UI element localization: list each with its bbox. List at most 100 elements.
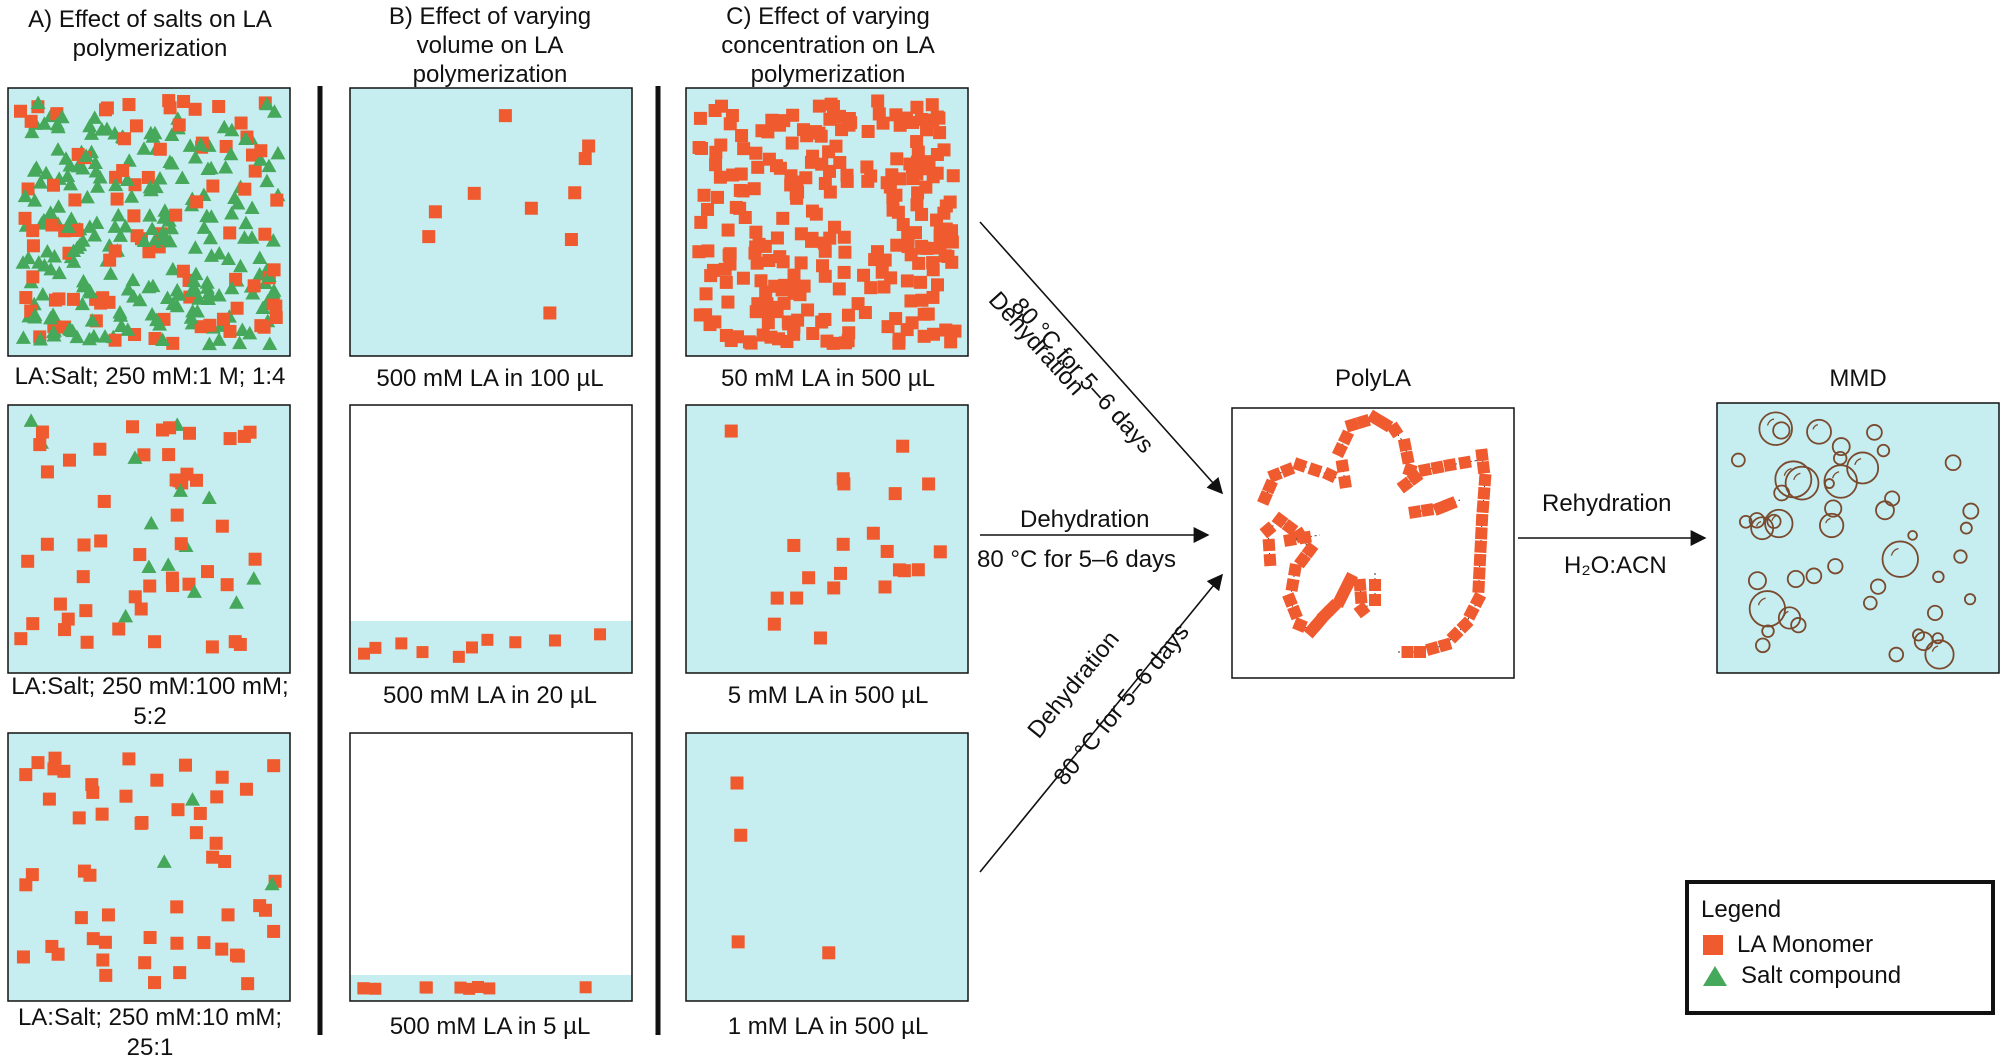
salt-compound [187, 240, 203, 254]
la-monomer [369, 641, 382, 654]
salt-compound [66, 243, 82, 258]
la-monomer [163, 101, 177, 115]
salt-compound [143, 125, 159, 140]
salt-compound [30, 95, 46, 109]
la-monomer [223, 432, 237, 446]
la-monomer [751, 160, 765, 174]
la-monomer [917, 329, 931, 343]
droplet [1875, 500, 1895, 521]
polymer-monomer [1366, 409, 1384, 427]
polymer-monomer [1474, 540, 1487, 553]
salt-compound [74, 296, 90, 311]
salt-compound [45, 324, 61, 339]
polymer-monomer [1337, 429, 1355, 446]
la-monomer [98, 935, 112, 949]
la-monomer [524, 201, 538, 215]
salt-compound [66, 254, 82, 268]
la-monomer [150, 773, 164, 787]
panel-border [7, 404, 291, 674]
salt-compound [193, 137, 209, 151]
la-monomer [937, 206, 951, 220]
la-monomer [723, 257, 737, 271]
salt-compound [202, 230, 218, 245]
droplet [1784, 465, 1820, 501]
droplet-highlight [1757, 597, 1766, 606]
la-monomer [14, 632, 28, 646]
polymer-monomer [1287, 604, 1303, 621]
salt-compound [125, 272, 141, 287]
polymer-monomer [1469, 591, 1487, 609]
section-b-title: B) Effect of varying volume on LA polyme… [388, 3, 592, 88]
polymer-monomer [1353, 601, 1371, 619]
salt-compound [232, 258, 248, 273]
polymer-monomer [1442, 496, 1458, 512]
la-monomer [891, 205, 905, 219]
droplet [1824, 499, 1843, 518]
salt-compound [211, 245, 227, 260]
la-monomer [45, 939, 59, 953]
la-monomer [170, 936, 184, 950]
la-monomer [919, 180, 933, 194]
la-monomer [248, 552, 262, 566]
salt-compound [238, 131, 254, 146]
la-monomer [794, 227, 808, 241]
droplet-highlight [1854, 458, 1862, 466]
polymer-monomer [1267, 467, 1283, 483]
droplet [1924, 639, 1955, 670]
droplet [1953, 549, 1968, 564]
la-monomer [19, 291, 33, 305]
polymer-monomer [1463, 604, 1480, 621]
polymer-monomer [1322, 467, 1338, 483]
la-monomer [945, 255, 959, 269]
la-monomer [925, 98, 939, 112]
salt-compound [60, 219, 76, 234]
salt-compound [186, 584, 202, 598]
la-monomer [201, 565, 215, 579]
la-monomer [756, 328, 770, 342]
la-monomer [770, 231, 784, 245]
la-monomer [138, 956, 152, 970]
salt-compound [144, 221, 160, 235]
panel-border [349, 732, 633, 1002]
legend-monomer-label: LA Monomer [1737, 931, 1874, 958]
la-monomer [870, 245, 884, 259]
la-monomer [579, 981, 592, 994]
salt-compound [39, 244, 55, 258]
la-monomer [212, 100, 226, 114]
salt-compound [172, 483, 188, 497]
la-monomer [122, 98, 136, 112]
la-monomer [177, 94, 191, 108]
polymer-monomer [1259, 521, 1277, 539]
salt-compound [87, 110, 103, 124]
la-monomer [42, 792, 56, 806]
polymer-monomer [1257, 490, 1273, 506]
la-monomer [857, 268, 871, 282]
salt-compound [196, 220, 212, 234]
la-monomer [578, 152, 592, 166]
la-monomer [267, 759, 281, 773]
la-monomer [25, 868, 39, 882]
salt-compound [45, 307, 61, 321]
la-monomer [871, 94, 885, 108]
la-monomer [258, 227, 272, 241]
salt-compound [262, 336, 278, 350]
la-monomer [26, 239, 40, 253]
triangle-icon [1703, 966, 1727, 986]
legend-row-monomer: LA Monomer [1703, 931, 1873, 959]
la-monomer [832, 282, 846, 296]
salt-compound [54, 109, 70, 124]
salt-compound [159, 290, 175, 304]
la-monomer [694, 215, 708, 229]
la-monomer [915, 293, 929, 307]
legend-row-salt: Salt compound [1703, 962, 1901, 990]
la-monomer [827, 581, 841, 595]
la-monomer [802, 571, 816, 585]
la-monomer [130, 229, 144, 243]
panel-a3-caption: LA:Salt; 250 mM:10 mM; 25:1 [17, 1004, 283, 1061]
salt-compound [78, 148, 94, 162]
la-monomer [170, 508, 184, 522]
la-monomer [203, 318, 217, 332]
la-monomer [721, 295, 735, 309]
la-monomer [878, 580, 892, 594]
polymer-monomer [1476, 460, 1491, 475]
